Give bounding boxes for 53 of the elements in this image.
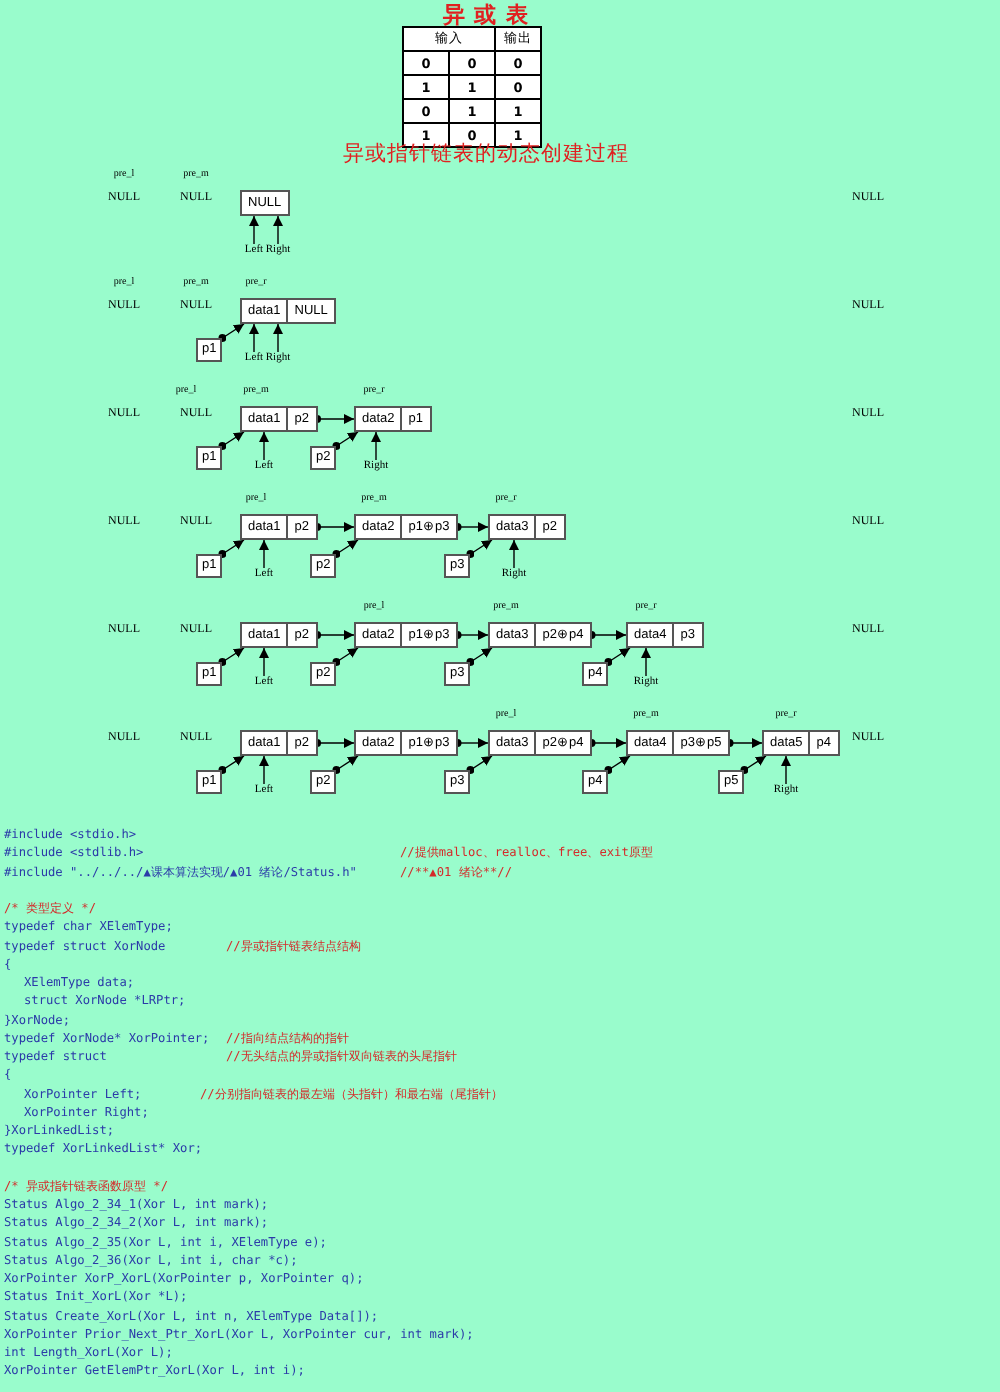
- arrow: [604, 647, 631, 666]
- arrow: [453, 738, 489, 748]
- arrow: [259, 431, 269, 461]
- arrow: [273, 323, 283, 353]
- arrow: [313, 630, 355, 640]
- arrow: [249, 215, 259, 245]
- arrow: [466, 647, 493, 666]
- arrow: [313, 522, 355, 532]
- arrow: [218, 539, 245, 558]
- list-node-box: [354, 514, 458, 540]
- arrow: [587, 630, 627, 640]
- arrow: [273, 215, 283, 245]
- list-node-box: [354, 406, 432, 432]
- arrow: [781, 755, 791, 785]
- list-node-box: [240, 622, 318, 648]
- arrow: [641, 647, 651, 677]
- list-node-box: [626, 730, 730, 756]
- list-node-box: [354, 622, 458, 648]
- arrow: [466, 755, 493, 774]
- arrow: [509, 539, 519, 569]
- list-node-box: [488, 730, 592, 756]
- list-node-box: [240, 730, 318, 756]
- list-node-box: [240, 514, 318, 540]
- arrow: [218, 755, 245, 774]
- list-node-box: [762, 730, 840, 756]
- list-node-box: [626, 622, 704, 648]
- arrow: [259, 539, 269, 569]
- arrow: [453, 630, 489, 640]
- arrow: [332, 647, 359, 666]
- arrow: [725, 738, 763, 748]
- list-node-box: [240, 406, 318, 432]
- arrow: [453, 522, 489, 532]
- arrow: [218, 647, 245, 666]
- arrow: [218, 323, 245, 342]
- arrow: [371, 431, 381, 461]
- title: 异 或 表: [442, 1, 530, 30]
- arrow: [218, 431, 245, 450]
- arrow: [332, 539, 359, 558]
- list-node-box: [240, 298, 336, 324]
- arrow: [249, 323, 259, 353]
- list-node-box: [488, 622, 592, 648]
- arrow: [740, 755, 767, 774]
- arrow: [604, 755, 631, 774]
- list-node-box: [354, 730, 458, 756]
- arrow: [466, 539, 493, 558]
- arrow: [332, 431, 359, 450]
- arrow: [587, 738, 627, 748]
- arrow: [313, 738, 355, 748]
- arrow: [332, 755, 359, 774]
- list-node-box: [488, 514, 566, 540]
- arrow: [313, 414, 355, 424]
- arrow: [259, 755, 269, 785]
- arrow: [259, 647, 269, 677]
